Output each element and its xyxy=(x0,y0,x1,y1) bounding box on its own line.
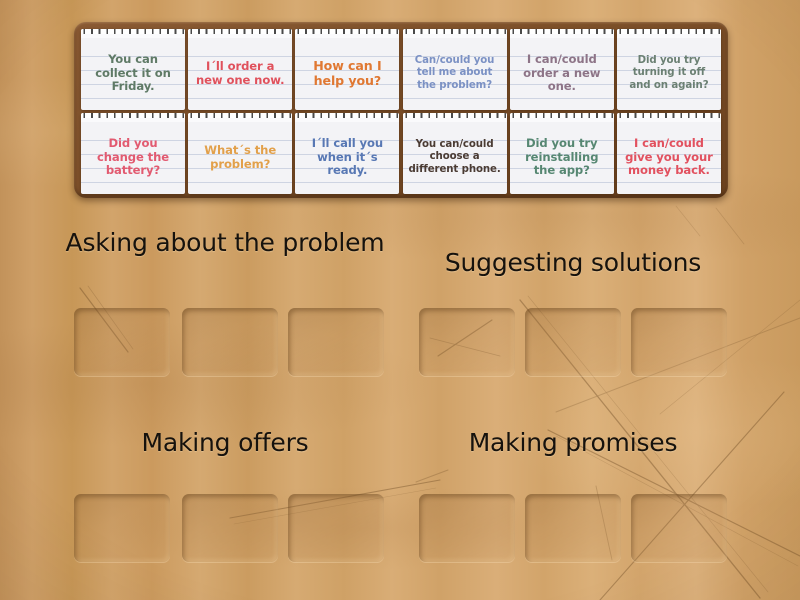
note-card-text: Can/could you tell me about the problem? xyxy=(414,55,495,91)
drop-slot[interactable] xyxy=(419,308,515,376)
spiral-binding-icon xyxy=(509,29,614,38)
note-card[interactable]: Did you change the battery? xyxy=(81,113,185,194)
spiral-binding-icon xyxy=(402,113,507,122)
note-card-text: What´s the problem? xyxy=(204,142,277,171)
note-card[interactable]: What´s the problem? xyxy=(188,113,293,194)
drop-slot[interactable] xyxy=(182,494,278,562)
drop-slot[interactable] xyxy=(525,494,621,562)
note-card[interactable]: How can I help you? xyxy=(295,29,400,110)
note-card-text: You can collect it on Friday. xyxy=(95,51,171,94)
drop-slot[interactable] xyxy=(288,308,384,376)
drop-slot[interactable] xyxy=(419,494,515,562)
drop-slot[interactable] xyxy=(74,494,170,562)
spiral-binding-icon xyxy=(616,113,721,122)
note-card[interactable]: I can/could order a new one. xyxy=(509,29,614,110)
spiral-binding-icon xyxy=(509,113,614,122)
category-title-asking-about-the-problem: Asking about the problem xyxy=(65,228,385,257)
note-card[interactable]: Can/could you tell me about the problem? xyxy=(402,29,507,110)
note-card-text: I´ll call you when it´s ready. xyxy=(311,135,383,178)
spiral-binding-icon xyxy=(295,113,400,122)
spiral-binding-icon xyxy=(81,113,185,122)
drop-slot[interactable] xyxy=(182,308,278,376)
category-title-suggesting-solutions: Suggesting solutions xyxy=(444,248,702,277)
drop-slot[interactable] xyxy=(288,494,384,562)
note-card-text: How can I help you? xyxy=(313,57,382,88)
note-card-text: I´ll order a new one now. xyxy=(196,58,285,87)
note-card[interactable]: Did you try reinstalling the app? xyxy=(509,113,614,194)
card-tray-row-1: You can collect it on Friday. I´ll order… xyxy=(81,29,721,110)
category-title-making-promises: Making promises xyxy=(468,428,678,457)
drop-slot[interactable] xyxy=(631,308,727,376)
note-card-text: I can/could order a new one. xyxy=(523,51,601,94)
drop-slot[interactable] xyxy=(525,308,621,376)
note-card-text: Did you change the battery? xyxy=(96,135,170,178)
spiral-binding-icon xyxy=(616,29,721,38)
note-card[interactable]: Did you try turning it off and on again? xyxy=(616,29,721,110)
card-tray-row-2: Did you change the battery? What´s the p… xyxy=(81,113,721,194)
spiral-binding-icon xyxy=(402,29,507,38)
spiral-binding-icon xyxy=(188,113,293,122)
note-card-text: You can/could choose a different phone. xyxy=(408,139,501,175)
spiral-binding-icon xyxy=(188,29,293,38)
note-card[interactable]: I´ll call you when it´s ready. xyxy=(295,113,400,194)
note-card[interactable]: I can/could give you your money back. xyxy=(616,113,721,194)
note-card[interactable]: You can/could choose a different phone. xyxy=(402,113,507,194)
spiral-binding-icon xyxy=(295,29,400,38)
drop-slot[interactable] xyxy=(631,494,727,562)
note-card[interactable]: I´ll order a new one now. xyxy=(188,29,293,110)
note-card-text: I can/could give you your money back. xyxy=(625,135,713,178)
note-card-text: Did you try turning it off and on again? xyxy=(629,55,709,91)
category-title-making-offers: Making offers xyxy=(141,428,309,457)
card-tray: You can collect it on Friday. I´ll order… xyxy=(74,22,728,198)
note-card-text: Did you try reinstalling the app? xyxy=(525,135,599,178)
drop-slot[interactable] xyxy=(74,308,170,376)
spiral-binding-icon xyxy=(81,29,185,38)
note-card[interactable]: You can collect it on Friday. xyxy=(81,29,185,110)
